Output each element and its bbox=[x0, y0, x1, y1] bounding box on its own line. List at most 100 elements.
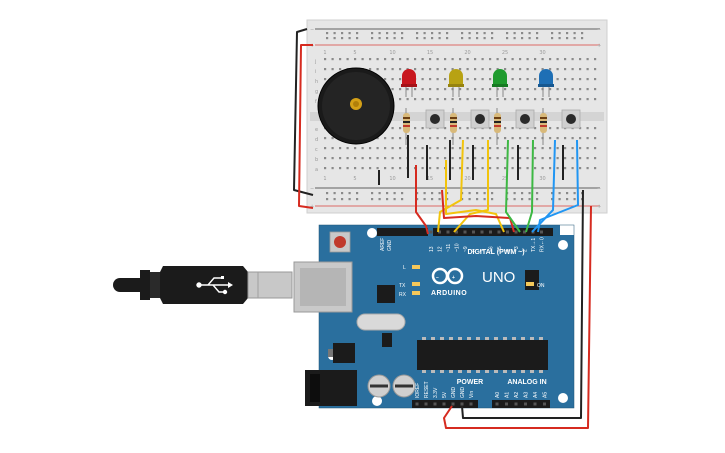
breadboard-hole bbox=[466, 147, 469, 150]
breadboard-hole bbox=[414, 88, 417, 91]
rail-hole bbox=[536, 37, 539, 40]
breadboard-hole bbox=[339, 68, 342, 71]
breadboard-hole bbox=[429, 157, 432, 160]
breadboard-hole bbox=[384, 68, 387, 71]
rail-hole bbox=[558, 37, 561, 40]
digital-pin-label: ~6 bbox=[489, 246, 495, 252]
breadboard-hole bbox=[594, 88, 597, 91]
breadboard-hole bbox=[556, 167, 559, 170]
breadboard-hole bbox=[331, 147, 334, 150]
breadboard-hole bbox=[526, 68, 529, 71]
digital-pin-socket bbox=[497, 230, 501, 234]
breadboard-hole bbox=[496, 88, 499, 91]
wire-red-rail bbox=[298, 44, 314, 209]
on-led bbox=[526, 282, 534, 286]
breadboard-hole bbox=[519, 137, 522, 140]
rail-hole bbox=[386, 32, 389, 35]
breadboard-hole bbox=[466, 98, 469, 101]
breadboard-hole bbox=[519, 147, 522, 150]
rail-hole bbox=[356, 37, 359, 40]
breadboard-hole bbox=[481, 78, 484, 81]
breadboard-hole bbox=[481, 167, 484, 170]
rail-hole bbox=[431, 192, 434, 195]
breadboard-hole bbox=[451, 157, 454, 160]
chip-pin bbox=[494, 370, 498, 373]
rail-hole bbox=[401, 37, 404, 40]
rail-hole bbox=[333, 198, 336, 201]
breadboard-hole bbox=[429, 88, 432, 91]
breadboard-hole bbox=[376, 68, 379, 71]
breadboard-hole bbox=[399, 98, 402, 101]
wire-black-gnd bbox=[461, 189, 584, 419]
breadboard-hole bbox=[489, 88, 492, 91]
row-letter: f bbox=[315, 99, 317, 105]
tx-label: TX bbox=[399, 283, 406, 289]
breadboard-hole bbox=[346, 167, 349, 170]
power-pin-label: RESET bbox=[424, 381, 430, 398]
breadboard-hole bbox=[324, 78, 327, 81]
resistor-1 bbox=[403, 108, 410, 145]
breadboard-hole bbox=[399, 68, 402, 71]
power-pin-socket bbox=[442, 402, 446, 406]
breadboard-hole bbox=[564, 78, 567, 81]
breadboard-hole bbox=[579, 167, 582, 170]
row-letter: i bbox=[315, 69, 316, 75]
breadboard-hole bbox=[534, 137, 537, 140]
breadboard-hole bbox=[444, 147, 447, 150]
rail-hole bbox=[461, 37, 464, 40]
rail-hole bbox=[476, 192, 479, 195]
rail-hole bbox=[536, 192, 539, 195]
rail-hole bbox=[528, 37, 531, 40]
breadboard-hole bbox=[496, 98, 499, 101]
wire-blue-2 bbox=[537, 139, 579, 233]
breadboard-hole bbox=[586, 137, 589, 140]
rail-hole bbox=[566, 37, 569, 40]
rail-hole bbox=[521, 32, 524, 35]
rail-hole bbox=[551, 37, 554, 40]
rail-hole bbox=[483, 198, 486, 201]
breadboard-hole bbox=[391, 127, 394, 130]
breadboard-hole bbox=[496, 167, 499, 170]
breadboard-hole bbox=[346, 58, 349, 61]
wire-yellow-2 bbox=[453, 140, 489, 233]
breadboard-hole bbox=[474, 58, 477, 61]
breadboard-hole bbox=[489, 167, 492, 170]
chip-pin bbox=[521, 370, 525, 373]
breadboard-hole bbox=[504, 68, 507, 71]
breadboard-hole bbox=[549, 98, 552, 101]
breadboard-hole bbox=[481, 58, 484, 61]
rail-hole bbox=[513, 198, 516, 201]
digital-pin-label: RX←0 bbox=[540, 237, 546, 252]
breadboard-hole bbox=[556, 127, 559, 130]
rail-hole bbox=[476, 198, 479, 201]
breadboard-hole bbox=[376, 58, 379, 61]
breadboard-hole bbox=[534, 157, 537, 160]
analog-pin-label: A5 bbox=[543, 392, 549, 398]
breadboard-hole bbox=[354, 167, 357, 170]
rail-hole bbox=[491, 192, 494, 195]
digital-header-label: DIGITAL (PWM ~) bbox=[467, 249, 524, 256]
breadboard-hole bbox=[541, 68, 544, 71]
model-label: UNO bbox=[482, 269, 515, 286]
breadboard-hole bbox=[466, 58, 469, 61]
breadboard-hole bbox=[481, 147, 484, 150]
breadboard-hole bbox=[474, 167, 477, 170]
breadboard-hole bbox=[399, 167, 402, 170]
breadboard-hole bbox=[399, 78, 402, 81]
chip-pin bbox=[422, 337, 426, 340]
breadboard-hole bbox=[541, 167, 544, 170]
breadboard-hole bbox=[579, 137, 582, 140]
chip-pin bbox=[512, 370, 516, 373]
rail-hole bbox=[476, 32, 479, 35]
rail-hole bbox=[521, 192, 524, 195]
wires bbox=[293, 28, 592, 429]
breadboard-hole bbox=[436, 68, 439, 71]
row-letter: h bbox=[315, 79, 318, 85]
breadboard-hole bbox=[421, 157, 424, 160]
breadboard-hole bbox=[511, 58, 514, 61]
wire-red-2 bbox=[441, 189, 515, 233]
breadboard-hole bbox=[571, 68, 574, 71]
column-number: 30 bbox=[539, 50, 545, 56]
rail-hole bbox=[356, 192, 359, 195]
chip-pin bbox=[476, 337, 480, 340]
